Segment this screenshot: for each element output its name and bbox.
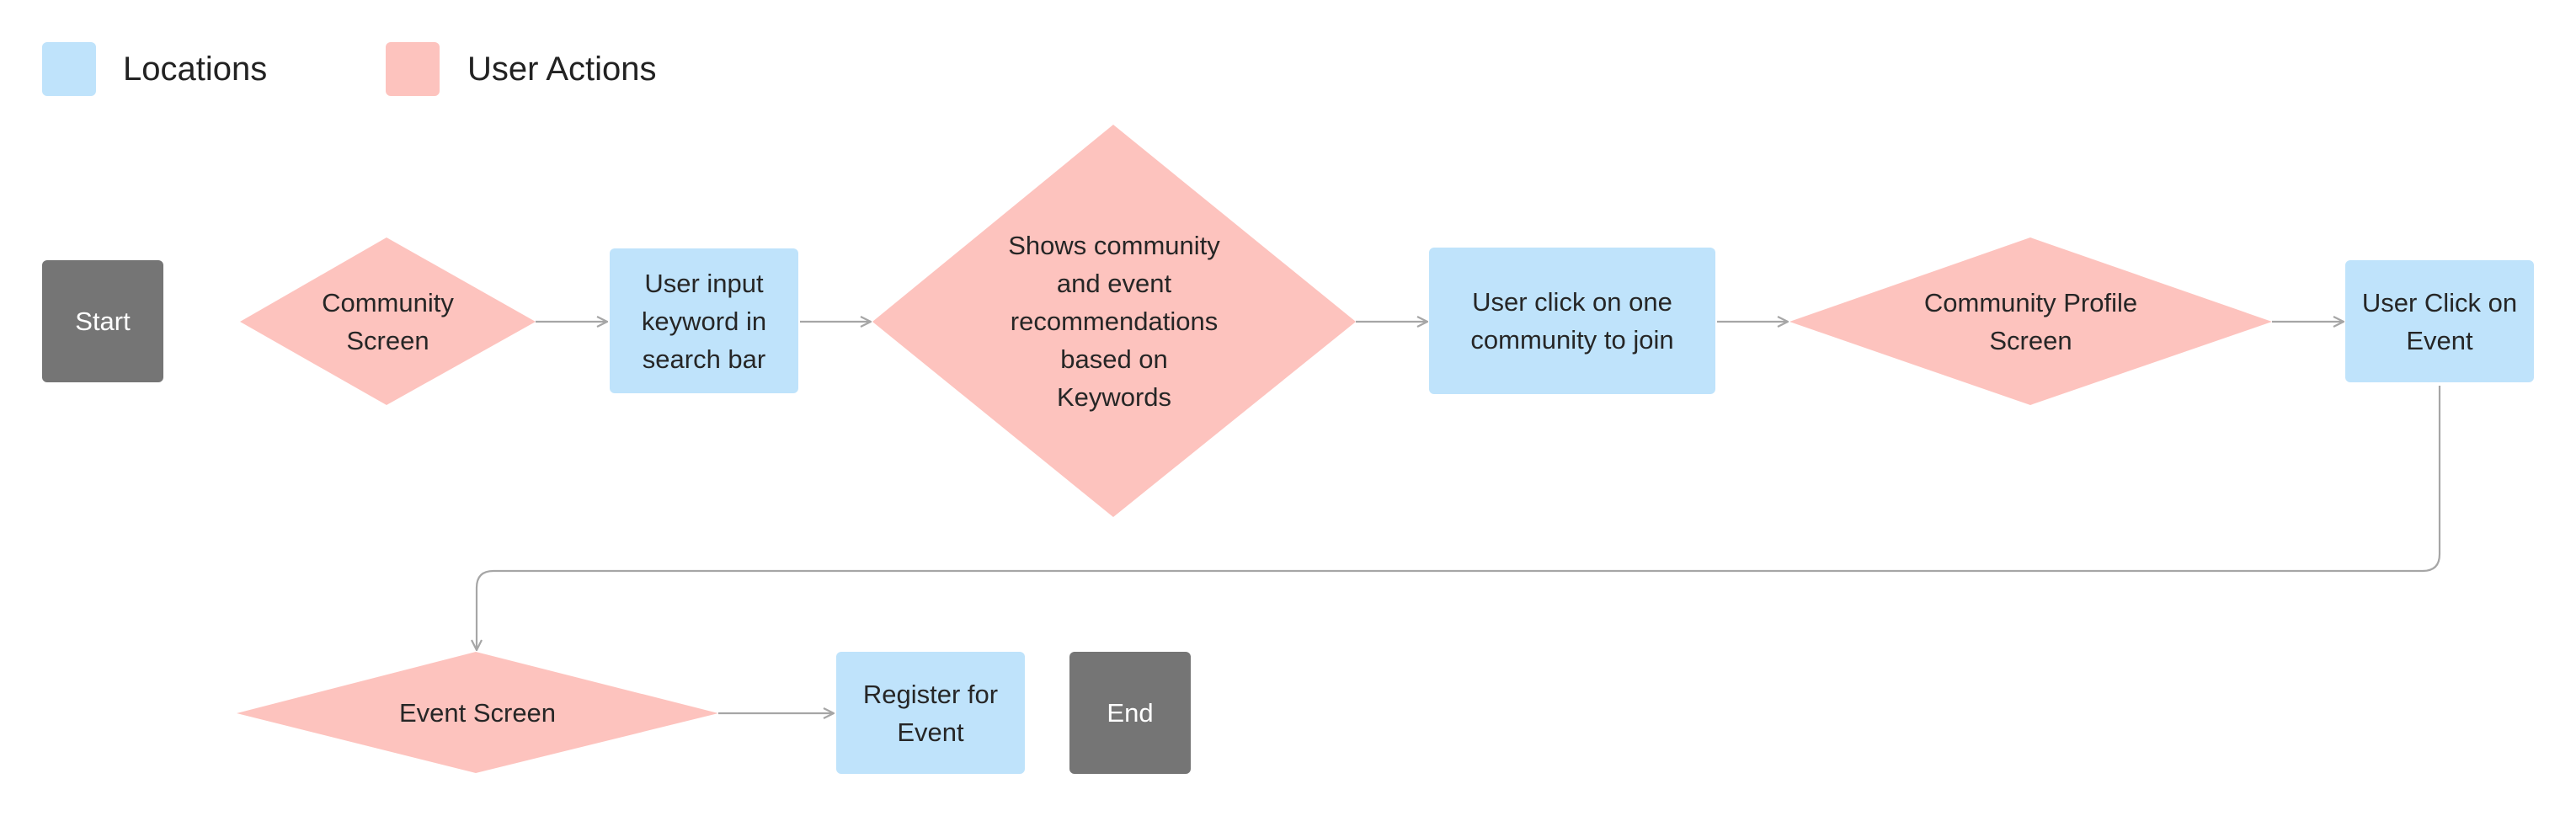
click-event-label: User Click on Event (2361, 287, 2518, 355)
event-screen-diamond (237, 652, 718, 773)
community-screen-diamond (240, 237, 536, 405)
recommendations-diamond (872, 125, 1356, 517)
click-community-label: User click on one community to join (1470, 287, 1674, 355)
user-input-keyword-label: User input keyword in search bar (641, 268, 767, 374)
legend-locations-swatch (42, 42, 96, 96)
click-event-node: User Click on Event (2345, 260, 2534, 382)
community-screen-label: Community Screen (322, 287, 454, 355)
event-screen-node: Event Screen (237, 652, 718, 773)
community-profile-diamond (1789, 237, 2272, 405)
start-label: Start (75, 307, 131, 336)
end-node: End (1069, 652, 1191, 774)
legend-locations-label: Locations (123, 51, 268, 88)
event-screen-label: Event Screen (398, 697, 557, 728)
community-profile-label: Community Profile Screen (1923, 287, 2138, 355)
user-input-keyword-node: User input keyword in search bar (610, 248, 798, 393)
end-label: End (1107, 698, 1154, 728)
register-event-label: Register for Event (862, 679, 999, 747)
click-community-node: User click on one community to join (1429, 248, 1715, 394)
legend-user-actions-label: User Actions (467, 51, 657, 88)
start-node: Start (42, 260, 163, 382)
community-profile-node: Community Profile Screen (1789, 237, 2272, 405)
register-event-node: Register for Event (836, 652, 1025, 774)
community-screen-node: Community Screen (240, 237, 536, 405)
recommendations-label: Shows community and event recommendation… (1008, 230, 1220, 412)
recommendations-node: Shows community and event recommendation… (872, 125, 1356, 517)
legend-user-actions-swatch (386, 42, 440, 96)
connector-click-event-to-event-screen (477, 386, 2441, 650)
